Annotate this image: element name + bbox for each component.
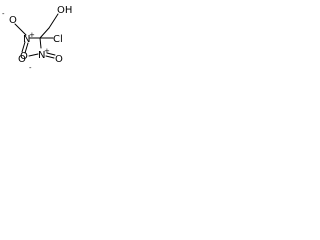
charge-left-o-minus: - — [2, 10, 5, 18]
atom-chlorine: Cl — [53, 34, 63, 45]
bond-right-n-o-double-b — [45, 55, 55, 59]
atom-right-o-minus: O — [20, 51, 28, 62]
bond-left-n-o-double-a — [21, 41, 26, 53]
bond-c-ch2 — [39, 27, 50, 39]
charge-right-n: + — [44, 47, 50, 55]
charge-left-n: + — [29, 31, 35, 39]
atom-right-o: O — [55, 54, 63, 65]
bond-right-n-o-double-a — [46, 52, 56, 56]
chemical-structure: OH Cl N + O - O N + O - O — [2, 5, 72, 72]
bonds — [14, 13, 59, 59]
atom-left-n: N — [23, 34, 30, 45]
atom-right-n: N — [38, 50, 45, 61]
atom-hydroxyl: OH — [57, 5, 72, 16]
bond-ch2-oh — [48, 13, 59, 29]
atom-labels: OH Cl N + O - O N + O - O — [2, 5, 72, 72]
atom-left-o: O — [18, 54, 26, 65]
bond-left-n-o-minus — [14, 23, 27, 36]
atom-left-o-minus: O — [9, 15, 17, 26]
bond-left-n-o-double-b — [24, 42, 29, 54]
charge-right-o-minus: - — [29, 64, 32, 72]
bond-c-right-n — [39, 37, 42, 49]
bond-right-n-o-minus — [28, 53, 39, 57]
